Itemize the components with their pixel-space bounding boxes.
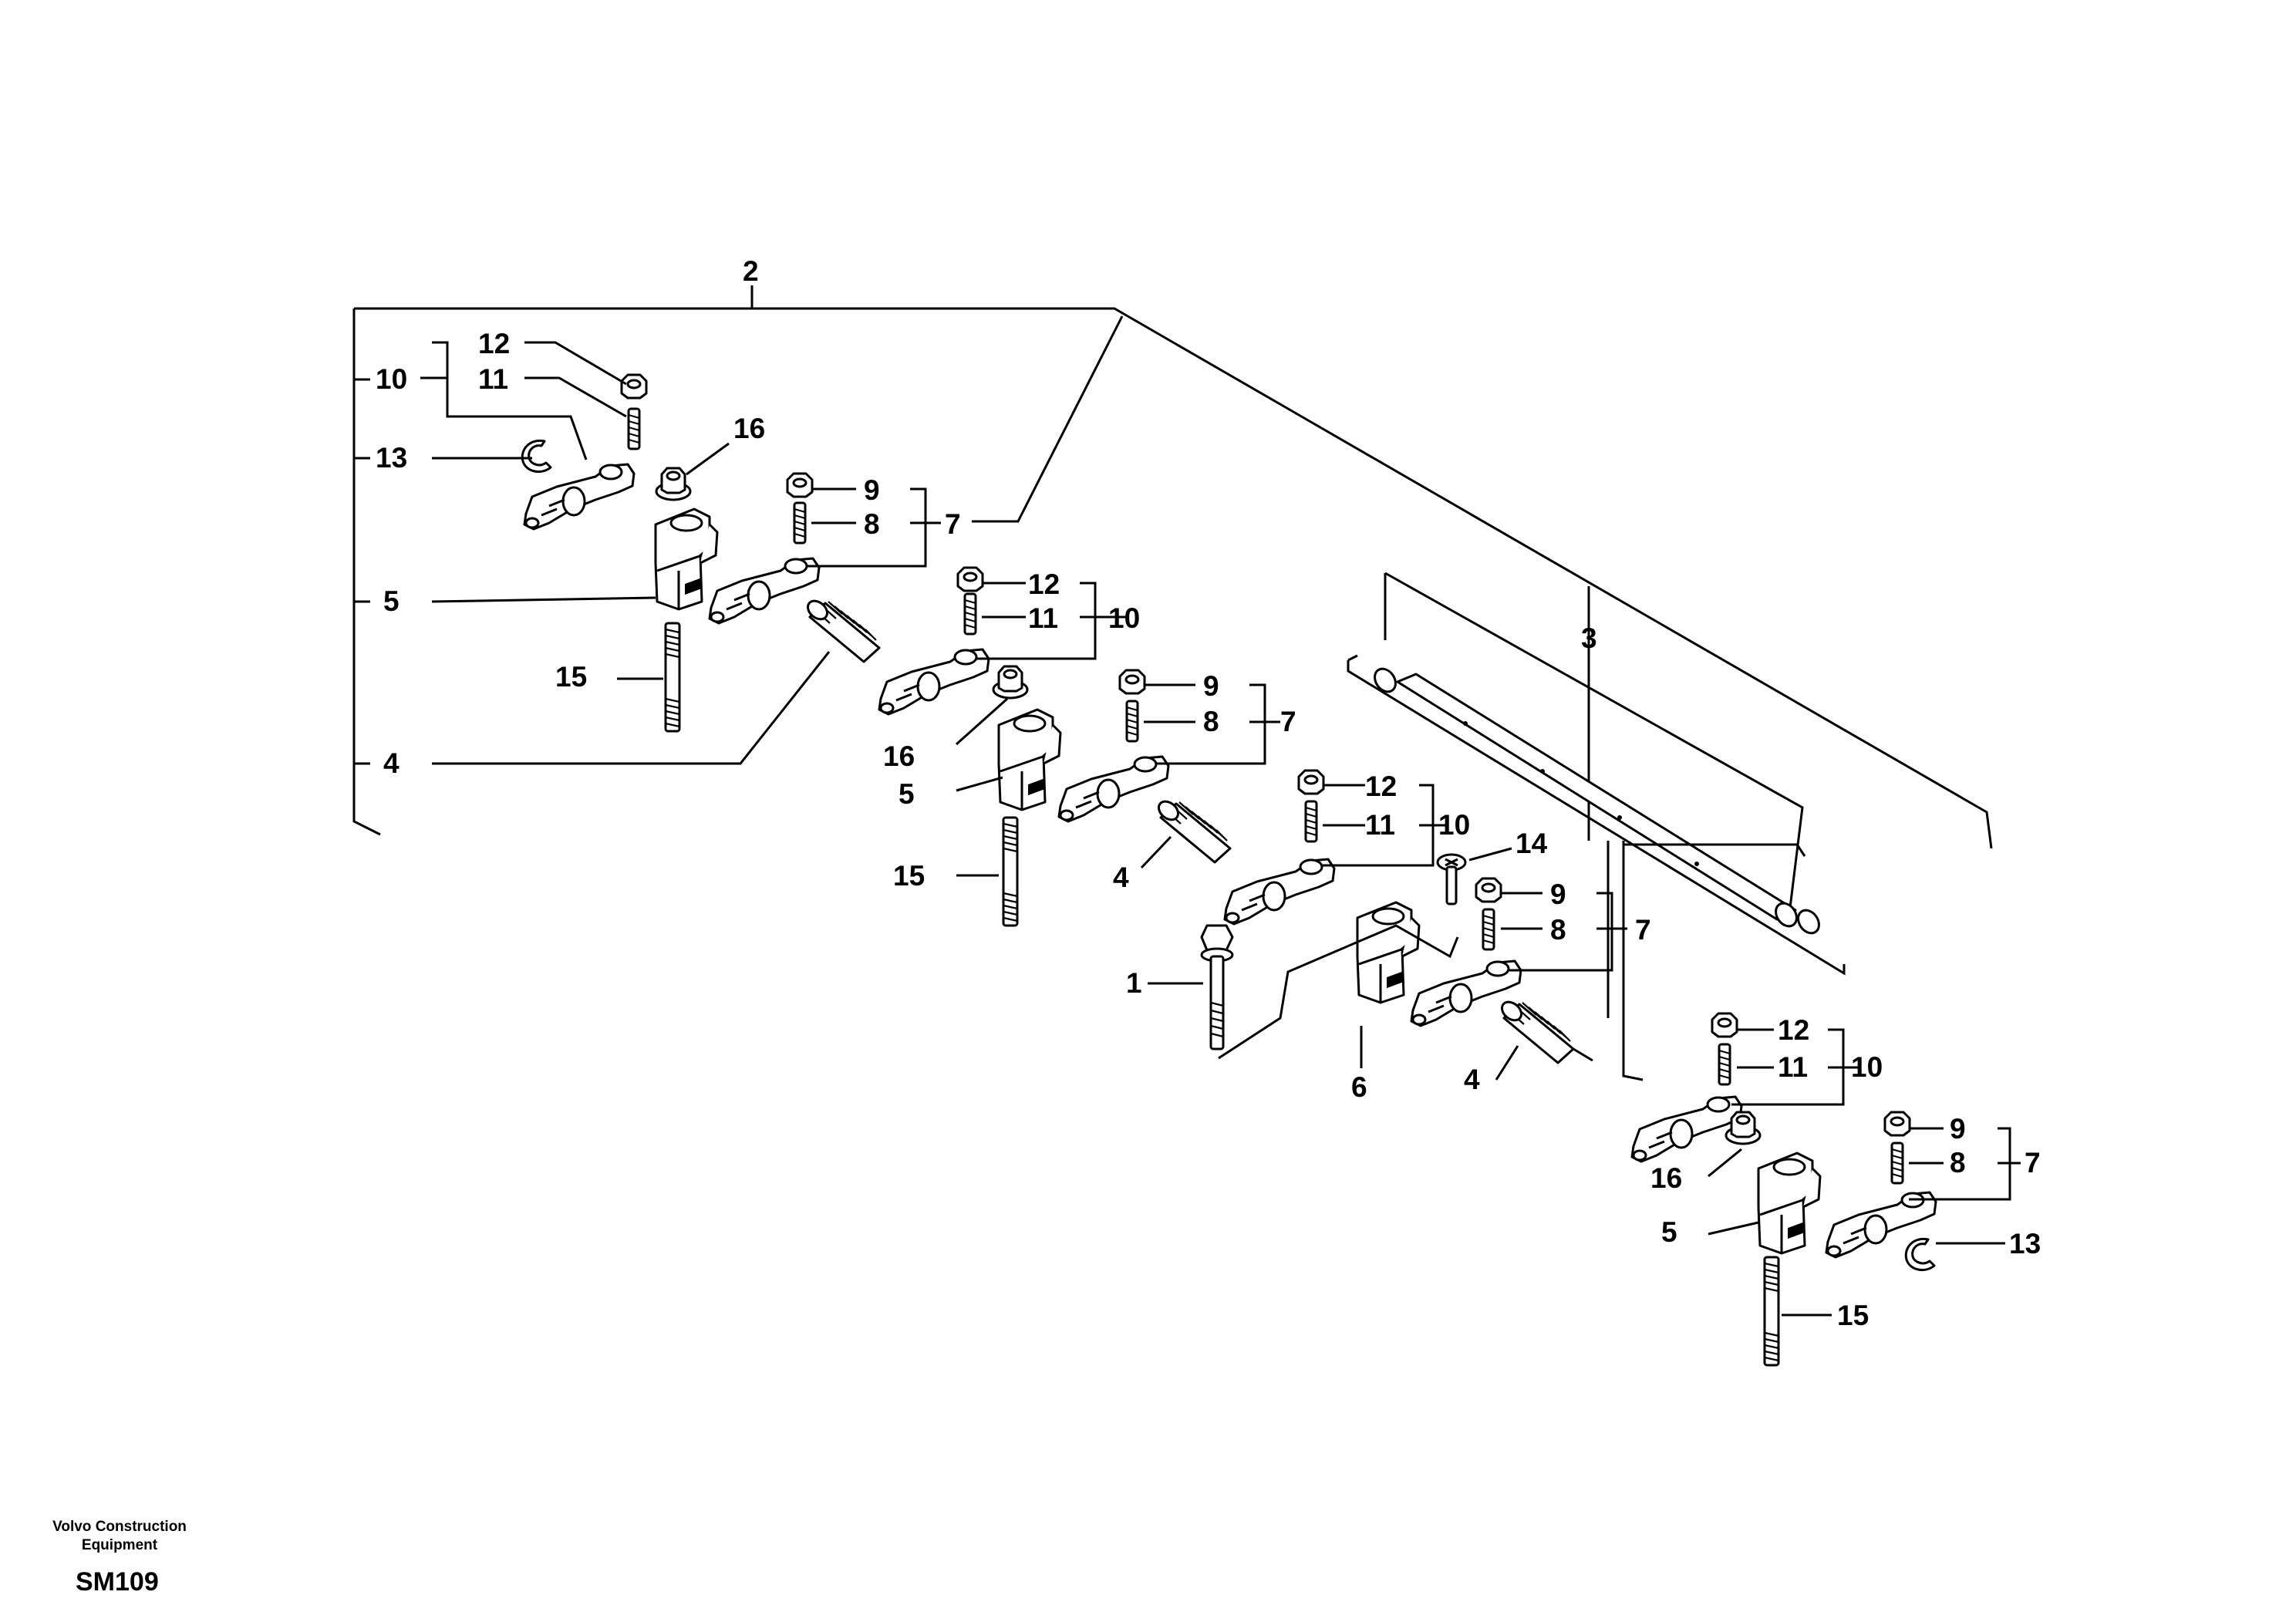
label-9: 9 (1950, 1113, 1966, 1145)
label-16: 16 (1650, 1162, 1682, 1194)
label-13: 13 (2009, 1228, 2041, 1259)
label-5: 5 (383, 585, 400, 617)
label-14: 14 (1515, 828, 1548, 859)
label-7: 7 (2025, 1147, 2041, 1179)
screw-14 (1436, 853, 1467, 905)
company-name-line1: Volvo Construction (52, 1519, 187, 1535)
callout-labels: 2 12 10 11 16 13 9 8 7 5 15 4 12 11 10 9… (376, 255, 2041, 1331)
guide-line (1622, 841, 1644, 1081)
parts-set-3 (1200, 769, 1575, 1064)
label-12: 12 (478, 328, 510, 359)
label-10: 10 (1851, 1051, 1883, 1083)
label-11: 11 (1028, 602, 1058, 634)
label-4: 4 (1464, 1064, 1480, 1095)
label-8: 8 (1550, 914, 1566, 946)
footer-block: Volvo Construction Equipment SM109 (31, 1518, 208, 1597)
label-15: 15 (555, 661, 587, 693)
label-12: 12 (1778, 1014, 1809, 1046)
group-2-callout (352, 285, 1993, 849)
label-11: 11 (1365, 809, 1395, 841)
label-16: 16 (733, 413, 765, 444)
label-10: 10 (1438, 809, 1470, 841)
label-9: 9 (1550, 878, 1566, 910)
label-11: 11 (478, 363, 508, 395)
label-10: 10 (1108, 602, 1140, 634)
label-5: 5 (899, 778, 915, 810)
label-12: 12 (1365, 771, 1397, 802)
label-15: 15 (893, 860, 925, 892)
label-7: 7 (1635, 914, 1651, 946)
diagram-code: SM109 (76, 1567, 159, 1597)
label-7: 7 (945, 508, 961, 540)
label-5: 5 (1661, 1216, 1677, 1248)
label-6: 6 (1351, 1071, 1367, 1103)
rocker-shaft (1347, 654, 1846, 976)
label-1: 1 (1126, 967, 1142, 999)
label-9: 9 (1203, 670, 1219, 702)
callout-lines (354, 341, 2021, 1317)
label-15: 15 (1837, 1300, 1869, 1331)
label-12: 12 (1028, 568, 1060, 600)
label-11: 11 (1778, 1051, 1808, 1083)
label-2: 2 (743, 255, 759, 287)
label-10: 10 (376, 363, 407, 395)
company-name-line2: Equipment (81, 1537, 158, 1553)
label-16: 16 (883, 740, 915, 772)
label-4: 4 (1113, 862, 1129, 893)
label-9: 9 (864, 474, 880, 506)
label-7: 7 (1280, 706, 1296, 737)
label-13: 13 (376, 442, 407, 474)
label-3: 3 (1581, 622, 1597, 654)
guide-line (1218, 924, 1459, 1060)
label-4: 4 (383, 747, 400, 779)
guide-line (1623, 843, 1806, 857)
label-8: 8 (864, 508, 880, 540)
label-8: 8 (1203, 706, 1219, 737)
label-8: 8 (1950, 1147, 1966, 1179)
bolt-1 (1200, 924, 1234, 1050)
